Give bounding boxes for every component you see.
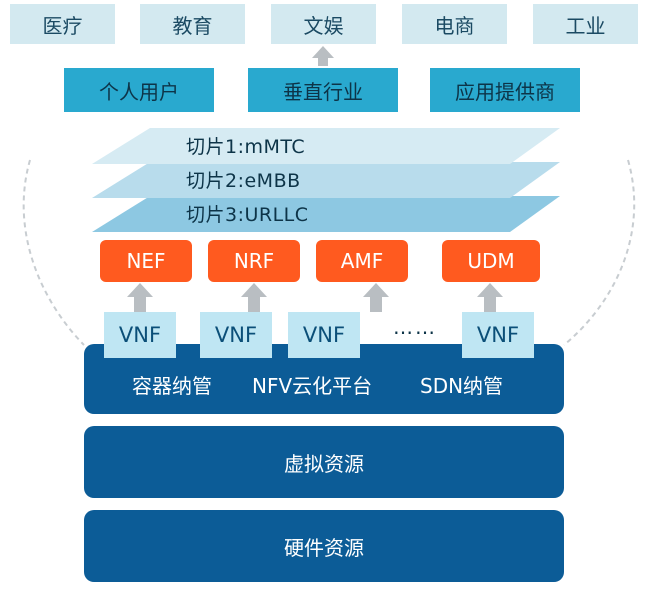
slice-1-label: 切片1:mMTC [186, 136, 306, 158]
vnf-2: VNF [200, 312, 272, 358]
industry-medical: 医疗 [10, 4, 115, 44]
container-management-label: 容器纳管 [132, 374, 212, 398]
nf-nrf: NRF [208, 240, 300, 282]
hardware-resources-layer: 硬件资源 [84, 510, 564, 582]
slice-3-plate [92, 196, 560, 232]
user-individual: 个人用户 [64, 68, 214, 112]
up-arrow-udm [477, 283, 503, 312]
right-dashed-arc [563, 159, 636, 346]
industry-entertainment: 文娱 [271, 4, 376, 44]
slice-3-label: 切片3:URLLC [186, 204, 309, 226]
up-arrow-nrf [241, 283, 267, 312]
industry-ecommerce: 电商 [402, 4, 507, 44]
nf-amf: AMF [316, 240, 408, 282]
slice-2-label: 切片2:eMBB [186, 170, 301, 192]
user-vertical-industry: 垂直行业 [248, 68, 398, 112]
up-arrow-amf [363, 283, 389, 312]
up-arrow-users [312, 46, 334, 66]
vnf-1: VNF [104, 312, 176, 358]
user-app-provider: 应用提供商 [430, 68, 580, 112]
slice-1-plate [92, 128, 560, 164]
left-dashed-arc [22, 159, 85, 346]
industry-education: 教育 [140, 4, 245, 44]
nf-nef: NEF [100, 240, 192, 282]
nf-udm: UDM [442, 240, 540, 282]
vnf-3: VNF [288, 312, 360, 358]
slice-2-plate [92, 162, 560, 198]
vnf-ellipsis: …… [393, 315, 437, 339]
nfv-platform-label: NFV云化平台 [252, 374, 373, 398]
up-arrow-nef [127, 283, 153, 312]
vnf-4: VNF [462, 312, 534, 358]
industry-manufacturing: 工业 [533, 4, 638, 44]
sdn-management-label: SDN纳管 [420, 374, 504, 398]
virtual-resources-layer: 虚拟资源 [84, 426, 564, 498]
